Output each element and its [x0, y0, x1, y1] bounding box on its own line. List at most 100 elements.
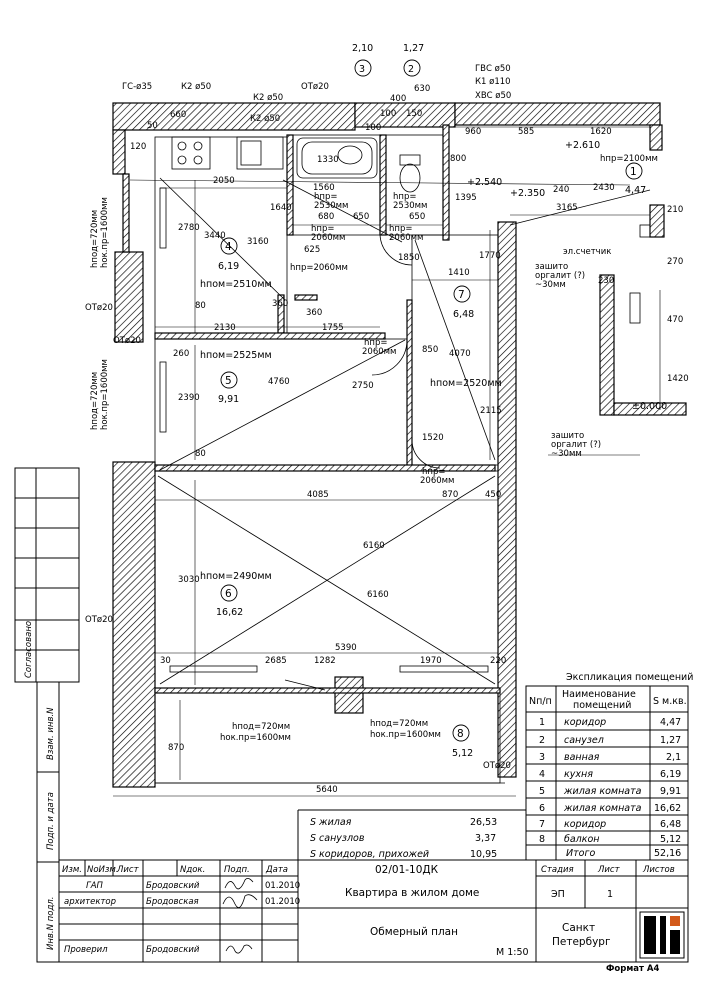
svg-text:санузел: санузел: [564, 735, 604, 746]
svg-text:оргалит (?): оргалит (?): [535, 271, 585, 281]
svg-text:3165: 3165: [556, 203, 578, 213]
svg-text:1: 1: [607, 889, 613, 900]
svg-text:3440: 3440: [204, 231, 226, 241]
svg-text:Лист: Лист: [597, 865, 621, 875]
svg-text:1282: 1282: [314, 656, 336, 666]
svg-text:630: 630: [414, 84, 430, 94]
svg-text:ХВС ø50: ХВС ø50: [475, 91, 511, 101]
svg-text:hок.пр=1600мм: hок.пр=1600мм: [370, 730, 441, 740]
svg-text:4: 4: [539, 769, 545, 780]
svg-text:ГАП: ГАП: [86, 881, 104, 891]
svg-text:3,37: 3,37: [475, 833, 496, 844]
svg-text:360: 360: [306, 308, 322, 318]
svg-text:1,27: 1,27: [403, 43, 424, 54]
svg-text:5,12: 5,12: [660, 834, 681, 845]
svg-text:±0.000: ±0.000: [632, 401, 667, 412]
svg-text:коридор: коридор: [564, 819, 606, 830]
svg-text:Бродовский: Бродовский: [146, 881, 200, 891]
svg-text:01.2010: 01.2010: [265, 897, 300, 907]
svg-text:2060мм: 2060мм: [420, 476, 454, 486]
svg-text:зашито: зашито: [551, 431, 584, 441]
svg-text:650: 650: [353, 212, 369, 222]
svg-text:1: 1: [539, 717, 545, 728]
svg-text:50: 50: [147, 121, 158, 131]
svg-text:4085: 4085: [307, 490, 329, 500]
svg-text:80: 80: [195, 301, 206, 311]
svg-text:Квартира в жилом доме: Квартира в жилом доме: [345, 887, 479, 899]
svg-text:1,27: 1,27: [660, 735, 681, 746]
svg-text:400: 400: [390, 94, 406, 104]
svg-text:1420: 1420: [667, 374, 689, 384]
svg-text:2530мм: 2530мм: [314, 201, 348, 211]
walls: [112, 102, 687, 788]
signature-icon: [222, 878, 258, 954]
svg-text:16,62: 16,62: [654, 803, 681, 814]
svg-text:30: 30: [160, 656, 171, 666]
svg-text:hпод=720мм: hпод=720мм: [232, 722, 290, 732]
svg-text:Nдок.: Nдок.: [180, 865, 205, 875]
svg-text:5390: 5390: [335, 643, 357, 653]
svg-text:650: 650: [409, 212, 425, 222]
svg-text:1770: 1770: [479, 251, 501, 261]
svg-text:5,12: 5,12: [452, 748, 473, 759]
svg-text:6160: 6160: [367, 590, 389, 600]
explication-table: Экспликация помещений Nп/п Наименование …: [525, 672, 693, 861]
svg-text:4760: 4760: [268, 377, 290, 387]
svg-text:120: 120: [130, 142, 146, 152]
svg-text:Nп/п: Nп/п: [529, 696, 552, 707]
svg-text:Наименование: Наименование: [562, 689, 636, 700]
svg-text:жилая комната: жилая комната: [563, 786, 642, 797]
svg-text:240: 240: [553, 185, 569, 195]
svg-text:ванная: ванная: [564, 752, 600, 763]
svg-text:Лист: Лист: [116, 865, 140, 875]
svg-text:hпр=2060мм: hпр=2060мм: [290, 263, 348, 273]
svg-text:660: 660: [170, 110, 186, 120]
svg-text:680: 680: [318, 212, 334, 222]
svg-text:К2 ø50: К2 ø50: [250, 114, 280, 124]
svg-text:2750: 2750: [352, 381, 374, 391]
note-labels: эл.счетчик зашито оргалит (?) ~30мм заши…: [535, 247, 611, 459]
svg-text:01.2010: 01.2010: [265, 881, 300, 891]
svg-text:hок.пр=1600мм: hок.пр=1600мм: [100, 197, 110, 268]
svg-text:230: 230: [598, 276, 614, 286]
svg-text:ОТø20: ОТø20: [85, 615, 113, 625]
svg-text:оргалит (?): оргалит (?): [551, 440, 601, 450]
svg-text:4: 4: [225, 241, 232, 253]
svg-text:К2 ø50: К2 ø50: [253, 93, 283, 103]
svg-text:2,1: 2,1: [666, 752, 681, 763]
svg-text:2115: 2115: [480, 406, 502, 416]
svg-text:S жилая: S жилая: [310, 817, 352, 828]
svg-text:6,19: 6,19: [660, 769, 681, 780]
svg-text:2060мм: 2060мм: [311, 233, 345, 243]
svg-text:150: 150: [406, 109, 422, 119]
svg-text:Согласовано: Согласовано: [24, 621, 34, 678]
svg-text:2390: 2390: [178, 393, 200, 403]
svg-text:4,47: 4,47: [660, 717, 681, 728]
svg-text:625: 625: [304, 245, 320, 255]
svg-text:М 1:50: М 1:50: [496, 947, 529, 958]
svg-text:2685: 2685: [265, 656, 287, 666]
svg-text:Бродовская: Бродовская: [146, 897, 199, 907]
svg-text:3160: 3160: [247, 237, 269, 247]
svg-text:hпом=2525мм: hпом=2525мм: [200, 350, 272, 361]
level-marks: +2.610 +2.540 +2.350 ±0.000: [467, 140, 667, 412]
svg-text:S м.кв.: S м.кв.: [653, 696, 687, 707]
svg-text:6: 6: [225, 588, 232, 600]
svg-text:2060мм: 2060мм: [389, 233, 423, 243]
svg-text:Петербург: Петербург: [552, 936, 610, 948]
svg-text:hпод=720мм: hпод=720мм: [90, 372, 100, 430]
room-labels: 1 4,47 hпр=2100мм 4 6,19 hпом=2510мм 5 9…: [200, 154, 658, 759]
svg-text:7: 7: [458, 289, 465, 301]
svg-text:архитектор: архитектор: [64, 897, 116, 907]
svg-text:эл.счетчик: эл.счетчик: [563, 247, 611, 257]
svg-text:hпр=: hпр=: [389, 224, 412, 234]
svg-text:помещений: помещений: [573, 700, 631, 711]
svg-text:hпр=: hпр=: [393, 192, 416, 202]
svg-text:коридор: коридор: [564, 717, 606, 728]
pipe-labels: ГС-ø35 К2 ø50 К2 ø50 К2 ø50 ОТø20 ГВС ø5…: [85, 64, 511, 771]
svg-text:hпр=: hпр=: [314, 192, 337, 202]
svg-text:жилая комната: жилая комната: [563, 803, 642, 814]
svg-text:кухня: кухня: [564, 769, 593, 780]
svg-text:960: 960: [465, 127, 481, 137]
